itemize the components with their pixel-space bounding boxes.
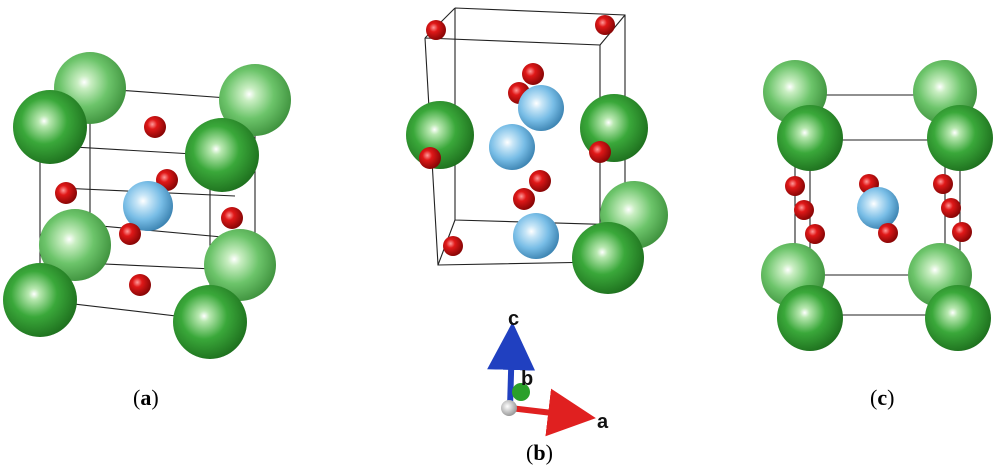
green-atom [219,64,291,136]
red-atom [513,188,535,210]
red-atom [941,198,961,218]
green-atom [572,222,644,294]
red-atom [426,20,446,40]
panel-b-caption: (b) [526,440,553,465]
blue-atom [518,85,564,131]
blue-atom [857,187,899,229]
panel-a-caption: (a) [133,385,159,410]
green-atom [13,90,87,164]
panel-c-caption: (c) [870,385,894,410]
red-atom [805,224,825,244]
red-atom [419,147,441,169]
axes-triad: c b a [487,308,609,437]
panel-a: (a) [3,52,291,410]
green-atom [777,285,843,351]
red-atom [129,274,151,296]
red-atom [595,15,615,35]
axis-c-label: c [508,308,519,330]
green-atom [777,105,843,171]
green-atom [39,209,111,281]
red-atom [952,222,972,242]
red-atom [443,236,463,256]
red-atom [589,141,611,163]
red-atom [522,63,544,85]
red-atom [55,182,77,204]
red-atom [119,223,141,245]
panel-b: c b a (b) [406,7,668,465]
panel-c: (c) [761,60,993,410]
axis-b-marker [512,383,530,401]
red-atom [785,176,805,196]
red-atom [529,170,551,192]
blue-atom [123,181,173,231]
axis-a-arrow [509,388,596,437]
red-atom [221,207,243,229]
green-atom [927,105,993,171]
green-atom [925,285,991,351]
green-atom [204,229,276,301]
red-atom [878,223,898,243]
axis-origin [501,400,517,416]
blue-atom [489,124,535,170]
green-atom [173,285,247,359]
axis-b-label: b [521,368,533,390]
blue-atom [513,213,559,259]
red-atom [144,116,166,138]
axis-c-arrow [487,322,536,409]
green-atom [3,263,77,337]
green-atom [185,118,259,192]
axis-a-label: a [597,411,609,433]
red-atom [794,200,814,220]
red-atom [933,174,953,194]
